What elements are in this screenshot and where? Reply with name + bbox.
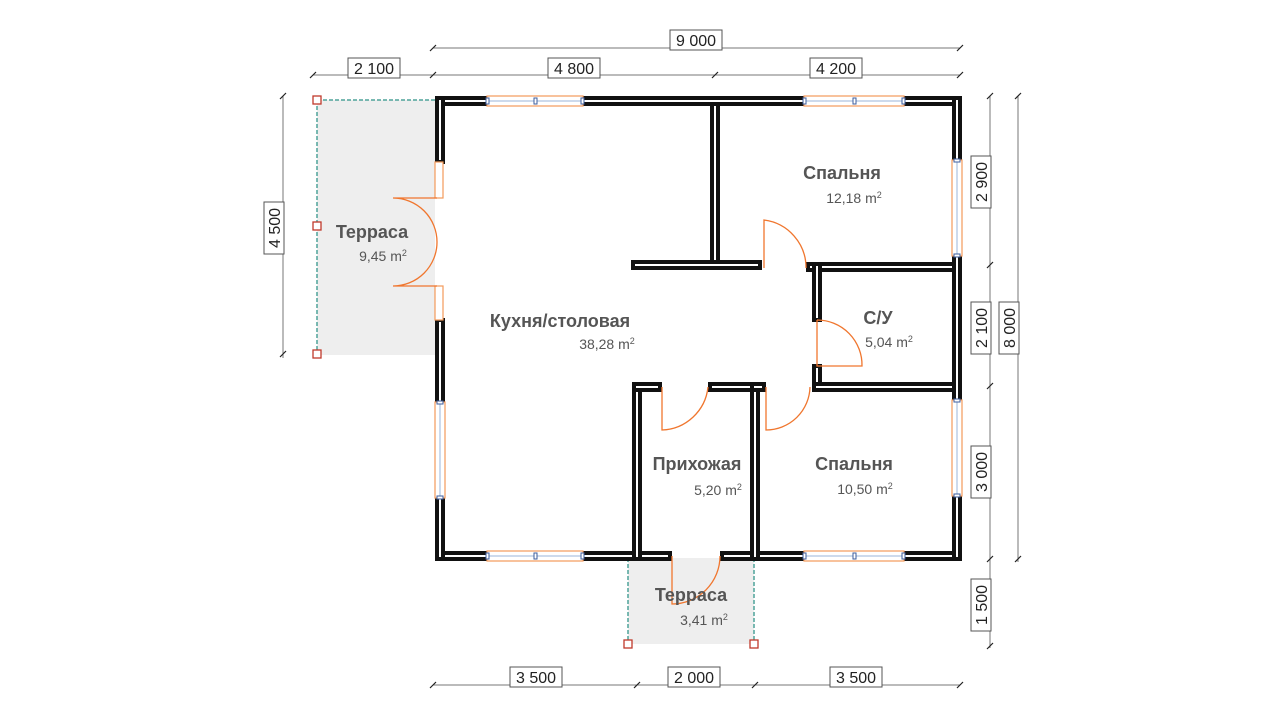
room-area-hallway: 5,20 m2 <box>694 482 742 498</box>
window-left <box>434 400 446 500</box>
dim-top-right: 4 200 <box>816 61 856 78</box>
doors <box>392 161 863 605</box>
door-entrance <box>671 555 721 605</box>
dimensions-left: 4 500 <box>263 92 287 358</box>
door-bedroom-top <box>763 219 807 269</box>
room-labels: Кухня/столовая 38,28 m2 Спальня 12,18 m2… <box>336 163 913 628</box>
window-bottom-kitchen <box>485 550 585 562</box>
room-name-bedroom-top: Спальня <box>803 163 881 183</box>
terrace-west-area <box>312 95 435 359</box>
window-bottom-bedroom <box>802 550 906 562</box>
room-name-bedroom-bottom: Спальня <box>815 454 893 474</box>
room-name-kitchen: Кухня/столовая <box>490 311 630 331</box>
dimensions-top: 9 000 2 100 4 800 4 200 <box>309 29 964 79</box>
dim-right-total: 8 000 <box>1002 308 1019 348</box>
dim-bottom-left: 3 500 <box>516 670 556 687</box>
room-area-bedroom-bottom: 10,50 m2 <box>837 481 893 497</box>
room-area-terrace-south: 3,41 m2 <box>680 612 728 628</box>
windows <box>434 95 963 562</box>
door-hallway <box>661 386 709 431</box>
room-area-bedroom-top: 12,18 m2 <box>826 190 882 206</box>
room-area-terrace-west: 9,45 m2 <box>359 248 407 264</box>
dim-top-mid: 4 800 <box>554 61 594 78</box>
room-area-bathroom: 5,04 m2 <box>865 334 913 350</box>
dim-top-left: 2 100 <box>354 61 394 78</box>
window-right-top <box>951 158 963 258</box>
room-area-kitchen: 38,28 m2 <box>579 336 635 352</box>
terrace-south-area <box>623 558 759 649</box>
door-bathroom <box>816 319 863 367</box>
window-top-kitchen <box>485 95 585 107</box>
room-name-terrace-west: Терраса <box>336 222 409 242</box>
dim-right-seg3: 3 000 <box>974 452 991 492</box>
room-name-hallway: Прихожая <box>653 454 742 474</box>
interior-walls <box>631 102 956 561</box>
dim-bottom-mid: 2 000 <box>674 670 714 687</box>
dim-right-seg2: 2 100 <box>974 308 991 348</box>
dim-right-seg4: 1 500 <box>974 585 991 625</box>
room-name-bathroom: С/У <box>863 308 893 328</box>
door-bedroom-bottom <box>765 386 811 431</box>
dimensions-bottom: 3 500 2 000 3 500 <box>429 666 964 689</box>
door-terrace-west <box>392 161 444 321</box>
room-name-terrace-south: Терраса <box>655 585 728 605</box>
dim-left-terrace: 4 500 <box>267 208 284 248</box>
window-right-bottom <box>951 398 963 498</box>
dim-top-total: 9 000 <box>676 33 716 50</box>
dim-bottom-right: 3 500 <box>836 670 876 687</box>
dimensions-right: 2 900 2 100 3 000 1 500 8 000 <box>970 92 1022 650</box>
dim-right-seg1: 2 900 <box>974 162 991 202</box>
window-top-bedroom <box>802 95 906 107</box>
